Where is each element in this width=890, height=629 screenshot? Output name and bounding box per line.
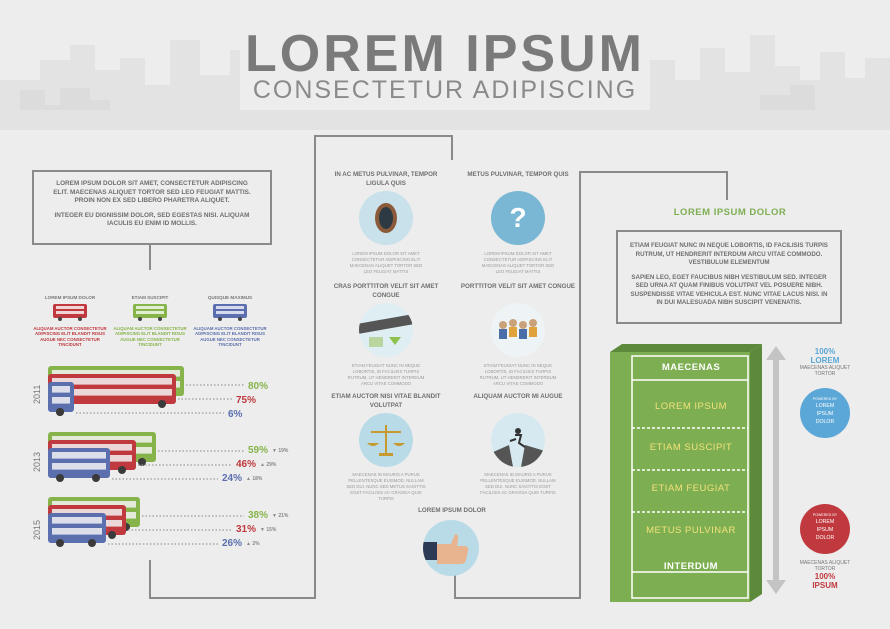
page-title: LOREM IPSUM bbox=[245, 25, 645, 83]
middle-item-3: CRAS PORTTITOR VELIT SIT AMET CONGUE bbox=[326, 283, 446, 300]
pct-2011-red: 75% bbox=[236, 395, 257, 406]
pct-2011-blue: 6% bbox=[228, 409, 243, 420]
scale-top: 100% LOREM MAECENAS ALIQUET TORTOR bbox=[795, 347, 855, 377]
lorem-badge: POWERED BY LOREM IPSUM DOLOR bbox=[800, 388, 850, 438]
field-row-4: METUS PULVINAR bbox=[646, 525, 736, 536]
intro-paragraph-2: INTEGER EU DIGNISSIM DOLOR, SED EGESTAS … bbox=[54, 211, 250, 228]
scale-bottom-label: IPSUM bbox=[812, 581, 838, 590]
middle-item-1: IN AC METUS PULVINAR, TEMPOR LIGULA QUIS bbox=[326, 171, 446, 188]
blue-bus-2 bbox=[48, 513, 106, 547]
legend-green-name: ETIAM SUSCIPIT bbox=[131, 295, 169, 300]
middle-item-2: METUS PULVINAR, TEMPOR QUIS bbox=[458, 171, 578, 180]
scale-top-label: LOREM bbox=[810, 356, 840, 365]
scale-bottom-pct: 100% bbox=[814, 572, 836, 581]
bottom-center-title: LOREM IPSUM DOLOR bbox=[418, 507, 486, 514]
field-row-2: ETIAM SUSCIPIT bbox=[649, 442, 733, 453]
scale-bottom-sub: MAECENAS ALIQUET TORTOR bbox=[799, 560, 851, 572]
map-icon bbox=[359, 303, 413, 357]
chg-2013-red: ▲ 29% bbox=[260, 462, 277, 468]
middle-item-5-desc: MAECENAS ID MAURIS A PURUS PELLENTESQUE … bbox=[346, 472, 426, 501]
playing-field-graphic bbox=[610, 344, 762, 602]
pct-2013-blue: 24% bbox=[222, 473, 243, 484]
scale-bottom: MAECENAS ALIQUET TORTOR 100% IPSUM bbox=[795, 560, 855, 590]
middle-item-2-desc: LOREM IPSUM DOLOR SIT AMET CONSECTETUR A… bbox=[481, 251, 555, 274]
blue-bus-0 bbox=[48, 382, 74, 416]
middle-item-6: ALIQUAM AUCTOR MI AUGUE bbox=[458, 393, 578, 402]
scale-top-pct: 100% bbox=[814, 347, 836, 356]
year-label-2013: 2013 bbox=[32, 451, 42, 472]
chg-2013-blue: ▲ 18% bbox=[246, 476, 263, 482]
middle-item-4: PORTTITOR VELIT SIT AMET CONGUE bbox=[458, 283, 578, 292]
pct-2015-green: 38% bbox=[248, 510, 269, 521]
right-text-box: ETIAM FEUGIAT NUNC IN NEQUE LOBORTIS, ID… bbox=[616, 230, 842, 324]
middle-item-4-title: PORTTITOR VELIT SIT AMET CONGUE bbox=[460, 283, 576, 290]
middle-item-5-title: ETIAM AUCTOR NISI VITAE BLANDIT VOLUTPAT bbox=[331, 393, 441, 409]
thumbs-up-icon bbox=[423, 520, 479, 576]
year-label-2011: 2011 bbox=[32, 384, 42, 404]
chg-2015-blue: ▲ 2% bbox=[246, 541, 260, 547]
middle-item-1-title: IN AC METUS PULVINAR, TEMPOR LIGULA QUIS bbox=[334, 171, 438, 187]
lorem-badge-text: LOREM IPSUM DOLOR bbox=[815, 403, 835, 425]
chg-2013-green: ▼ 19% bbox=[272, 448, 289, 454]
right-paragraph-2: SAPIEN LEO, EGET FAUCIBUS NIBH VESTIBULU… bbox=[630, 273, 828, 307]
legend-blue-desc: ALIQUAM AUCTOR CONSECTETUR ADIPISCING EL… bbox=[193, 325, 267, 348]
page-subtitle: CONSECTETUR ADIPISCING bbox=[252, 76, 638, 104]
middle-item-3-desc: ETIAM FEUGIAT NUNC IN NEQUE LOBORTIS, ID… bbox=[347, 363, 425, 386]
chg-2015-red: ▼ 15% bbox=[260, 527, 277, 533]
vertical-double-arrow bbox=[766, 346, 786, 594]
legend-red-name: LOREM IPSUM DOLOR bbox=[44, 295, 96, 300]
middle-item-1-desc: LOREM IPSUM DOLOR SIT AMET CONSECTETUR A… bbox=[349, 251, 423, 274]
lorem-badge-title: POWERED BY bbox=[812, 397, 838, 401]
middle-item-4-desc: ETIAM FEUGIAT NUNC IN NEQUE LOBORTIS, ID… bbox=[479, 363, 557, 386]
pct-2015-blue: 26% bbox=[222, 538, 243, 549]
legend-item-red: LOREM IPSUM DOLOR ALIQUAM AUCTOR CONSECT… bbox=[30, 294, 110, 348]
scale-top-sub: MAECENAS ALIQUET TORTOR bbox=[799, 365, 851, 377]
scales-icon bbox=[359, 413, 413, 467]
ipsum-badge: POWERED BY LOREM IPSUM DOLOR bbox=[800, 504, 850, 554]
legend-item-green: ETIAM SUSCIPIT ALIQUAM AUCTOR CONSECTETU… bbox=[110, 294, 190, 348]
pct-2015-red: 31% bbox=[236, 524, 257, 535]
middle-item-3-title: CRAS PORTTITOR VELIT SIT AMET CONGUE bbox=[333, 283, 439, 299]
red-bus-icon bbox=[53, 303, 87, 321]
blue-bus-1 bbox=[48, 448, 110, 482]
pct-2013-red: 46% bbox=[236, 459, 257, 470]
field-top-label: MAECENAS bbox=[661, 362, 721, 373]
field-bottom-label: INTERDUM bbox=[663, 561, 719, 572]
bottom-center-item: LOREM IPSUM DOLOR bbox=[392, 507, 512, 516]
middle-item-6-desc: MAECENAS ID MAURIS A PURUS PELLENTESQUE … bbox=[480, 472, 556, 495]
svg-text:?: ? bbox=[509, 202, 526, 233]
blue-bus-icon bbox=[213, 303, 247, 321]
crowd-icon bbox=[491, 303, 545, 357]
right-heading: LOREM IPSUM DOLOR bbox=[673, 207, 787, 218]
question-icon: ? bbox=[491, 191, 545, 245]
middle-item-2-title: METUS PULVINAR, TEMPOR QUIS bbox=[467, 171, 569, 178]
pct-2011-green: 80% bbox=[248, 381, 269, 392]
jump-icon bbox=[491, 413, 545, 467]
field-row-3: ETIAM FEUGIAT bbox=[651, 483, 731, 494]
right-paragraph-1: ETIAM FEUGIAT NUNC IN NEQUE LOBORTIS, ID… bbox=[630, 242, 828, 266]
legend-red-desc: ALIQUAM AUCTOR CONSECTETUR ADIPISCING EL… bbox=[33, 325, 107, 348]
intro-paragraph-1: LOREM IPSUM DOLOR SIT AMET, CONSECTETUR … bbox=[53, 180, 251, 204]
ipsum-badge-title: POWERED BY bbox=[812, 513, 838, 517]
chg-2015-green: ▼ 21% bbox=[272, 513, 289, 519]
legend-blue-name: QUISQUE MAXIMUS bbox=[207, 295, 253, 300]
mirror-icon bbox=[359, 191, 413, 245]
green-bus-icon bbox=[133, 303, 167, 321]
field-row-1: LOREM IPSUM bbox=[654, 401, 727, 412]
middle-item-6-title: ALIQUAM AUCTOR MI AUGUE bbox=[473, 393, 563, 400]
ipsum-badge-text: LOREM IPSUM DOLOR bbox=[815, 519, 835, 541]
pct-2013-green: 59% bbox=[248, 445, 269, 456]
legend-item-blue: QUISQUE MAXIMUS ALIQUAM AUCTOR CONSECTET… bbox=[190, 294, 270, 348]
intro-text-box: LOREM IPSUM DOLOR SIT AMET, CONSECTETUR … bbox=[32, 170, 272, 245]
middle-item-5: ETIAM AUCTOR NISI VITAE BLANDIT VOLUTPAT bbox=[326, 393, 446, 410]
city-skyline-background bbox=[0, 35, 890, 130]
legend-green-desc: ALIQUAM AUCTOR CONSECTETUR ADIPISCING EL… bbox=[113, 325, 187, 348]
year-label-2015: 2015 bbox=[32, 519, 42, 540]
